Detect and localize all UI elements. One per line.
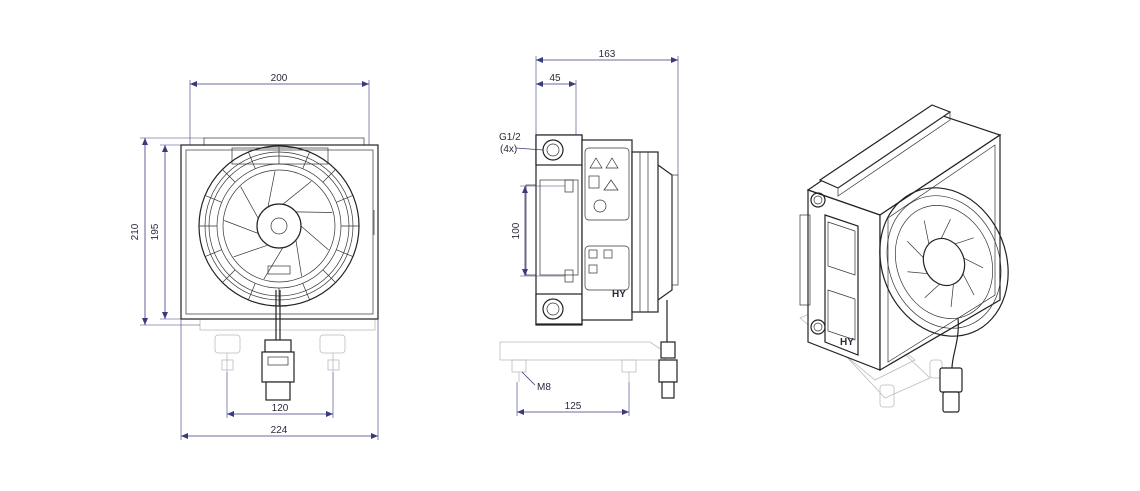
fan-blade-line <box>295 211 333 213</box>
fan-blade-line <box>263 247 284 280</box>
iso-label-mark: HY <box>840 337 854 348</box>
front-view <box>180 137 379 401</box>
motor-label <box>267 265 291 275</box>
dim-100: 100 <box>511 222 522 239</box>
fan-grille-spoke <box>222 169 236 183</box>
fan-grille-spoke <box>222 269 236 283</box>
fan-grille-spoke <box>248 283 256 301</box>
iso-fan-ring <box>879 187 1009 337</box>
dim-45: 45 <box>549 73 561 84</box>
mount-thread: M8 <box>537 382 551 393</box>
port-label: G1/2 <box>499 132 521 143</box>
fan-blade-line <box>240 186 259 219</box>
side-fan-section <box>631 151 659 313</box>
iso-fan-hub <box>922 237 966 287</box>
dim-210: 210 <box>130 223 141 240</box>
side-label-mark: HY <box>612 289 626 300</box>
fan-blade-line <box>282 181 312 205</box>
front-dimensions: 200 210 195 120 224 <box>130 73 379 440</box>
fan-blade-line <box>295 240 302 277</box>
fan-grille-spoke <box>204 249 222 257</box>
fan-blade-line <box>300 225 329 251</box>
fan-blade-line <box>233 244 269 258</box>
dim-200: 200 <box>271 73 288 84</box>
dim-195: 195 <box>150 223 161 240</box>
fan-hub <box>256 203 302 249</box>
dim-125: 125 <box>565 401 582 412</box>
port-count: (4x) <box>500 144 517 155</box>
side-connector <box>660 341 676 359</box>
side-base-frame <box>499 341 666 382</box>
fan-grille-spoke <box>302 283 310 301</box>
fan-grille-spoke <box>336 249 354 257</box>
fan-grille-spoke <box>204 195 222 203</box>
side-tank-body <box>535 134 583 326</box>
fan-blade-line <box>267 171 276 207</box>
dim-224: 224 <box>271 425 288 436</box>
fan-grille-spoke <box>248 151 256 169</box>
fan-grille-spoke <box>322 269 336 283</box>
side-view: HY <box>499 134 679 399</box>
fan-grille-spoke <box>322 169 336 183</box>
fan-blade-line <box>224 220 259 234</box>
fan-grille-spoke <box>336 195 354 203</box>
side-dimensions: 163 45 G1/2 (4x) 100 M8 125 <box>499 49 679 416</box>
fan-blades <box>199 146 359 306</box>
dim-163: 163 <box>599 49 616 60</box>
front-cable-connector <box>261 290 295 401</box>
iso-connector <box>939 367 963 393</box>
iso-view: HY <box>799 104 1009 413</box>
dim-120: 120 <box>272 403 289 414</box>
fan-grille-spoke <box>302 151 310 169</box>
